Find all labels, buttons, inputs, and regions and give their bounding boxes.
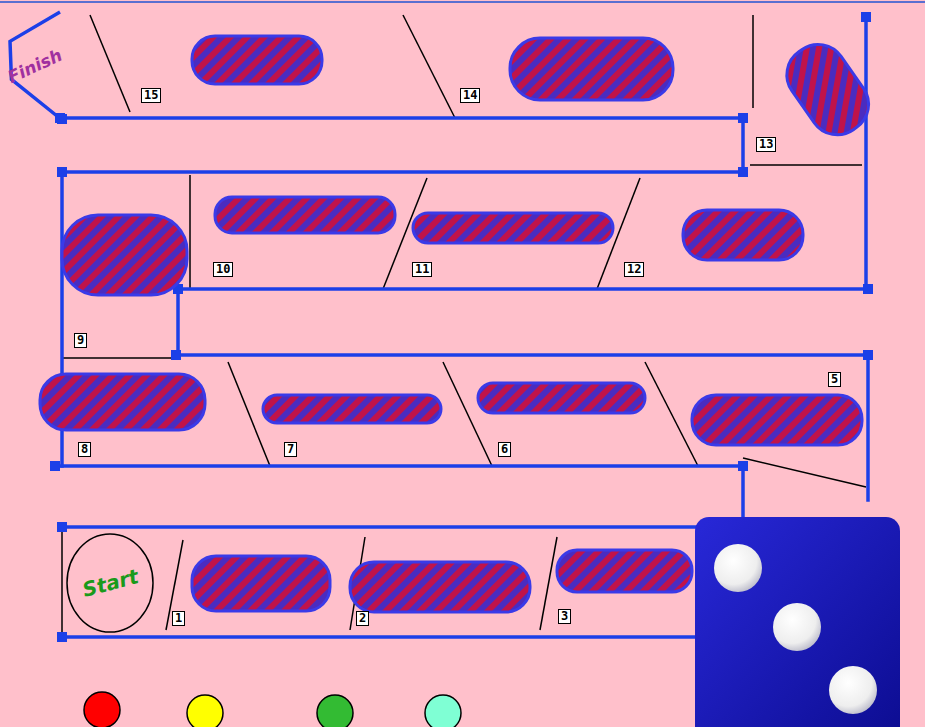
space-number: 14 [460, 88, 480, 103]
space-number: 13 [756, 137, 776, 152]
start-space: Start [66, 533, 154, 633]
space-label: Finish [5, 45, 66, 87]
space-number: 8 [78, 442, 91, 457]
space-number: 10 [213, 262, 233, 277]
space-number: 5 [828, 372, 841, 387]
space-number: 11 [412, 262, 432, 277]
space-number: 1 [172, 611, 185, 626]
finish-space: Finish [4, 10, 66, 122]
space-number: 2 [356, 611, 369, 626]
space-number: 15 [141, 88, 161, 103]
space-label: Start [79, 564, 140, 602]
space-number: 6 [498, 442, 511, 457]
space-number: 3 [558, 609, 571, 624]
space-number: 12 [624, 262, 644, 277]
space-number: 7 [284, 442, 297, 457]
space-number: 9 [74, 333, 87, 348]
